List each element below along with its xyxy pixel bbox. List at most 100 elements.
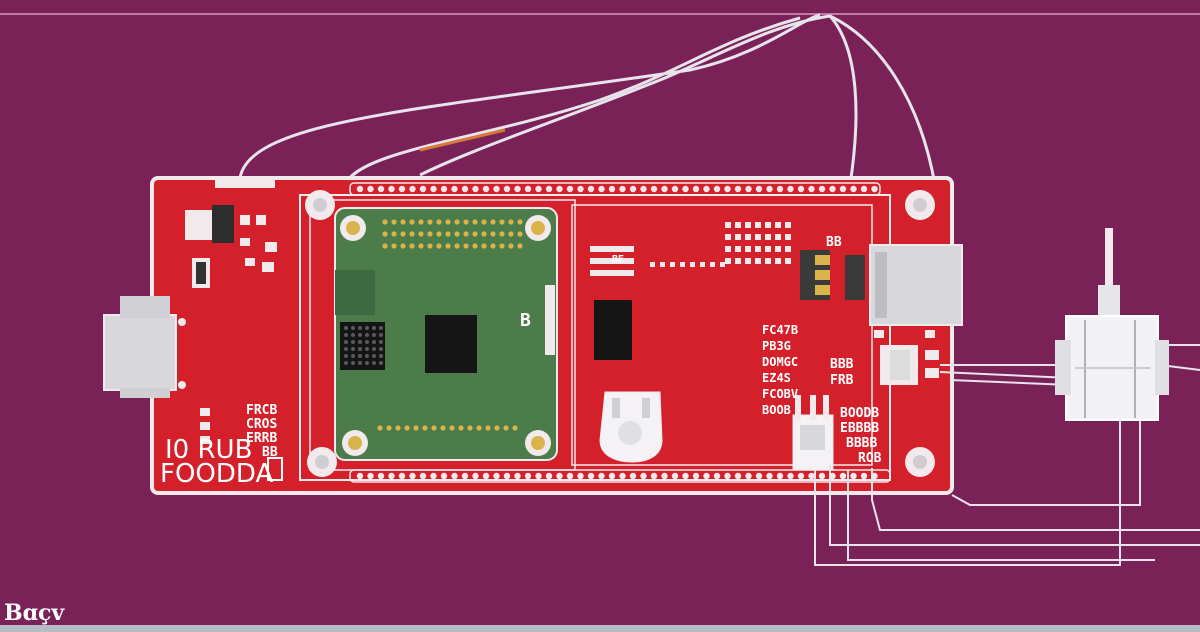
component-pad <box>785 222 791 228</box>
header-pin <box>661 472 668 480</box>
header-pin <box>398 185 406 193</box>
header-pin <box>545 472 553 480</box>
header-pin <box>703 185 710 193</box>
module-pad <box>436 243 442 249</box>
component-pad <box>785 258 791 264</box>
right-block-a-5: BOOB <box>762 403 791 417</box>
header-pin <box>388 472 395 480</box>
component-pad <box>775 222 781 228</box>
component-pad <box>725 258 731 264</box>
module-pad <box>377 425 383 431</box>
component-pad <box>725 222 731 228</box>
component-pad <box>690 262 695 267</box>
header-pin <box>377 185 385 193</box>
module-pad <box>499 219 505 225</box>
header-pin <box>367 185 374 193</box>
chip-dot <box>379 326 383 330</box>
module-pad <box>400 243 406 249</box>
header-pin <box>850 472 857 480</box>
module-pad <box>413 425 419 431</box>
right-block-a-2: DOMGC <box>762 355 798 369</box>
module-pad <box>508 219 514 225</box>
header-pin <box>724 472 731 480</box>
left-components <box>185 178 277 444</box>
component-pad <box>650 262 655 267</box>
module-pad <box>503 425 509 431</box>
module-pad <box>454 243 460 249</box>
chip-dot <box>358 361 362 365</box>
left-block-1: CROS <box>246 417 277 432</box>
motor-wiring <box>814 344 1200 566</box>
module-pad <box>508 231 514 237</box>
component-pad <box>755 234 761 240</box>
left-label-line-1: I0 RUB <box>165 435 252 465</box>
copper-wire <box>419 128 506 152</box>
header-pin <box>808 472 815 480</box>
module-pad <box>512 425 518 431</box>
left-label-box <box>267 457 283 481</box>
header-pin <box>524 185 532 193</box>
header-pin <box>577 185 584 193</box>
header-pin <box>640 185 647 193</box>
header-pin <box>367 472 374 480</box>
chip-dot <box>358 340 362 344</box>
chip-dot <box>351 333 355 337</box>
header-pin <box>356 185 364 193</box>
module-pad <box>440 425 446 431</box>
chip-dot <box>372 340 376 344</box>
header-pin <box>608 185 616 193</box>
chip-dot <box>365 340 369 344</box>
header-pin <box>451 185 458 193</box>
component-pad <box>765 234 771 240</box>
header-pin <box>871 185 878 193</box>
header-pin <box>650 472 658 480</box>
module-pad <box>391 243 397 249</box>
chip-icon <box>425 315 477 373</box>
chip-dot <box>365 326 369 330</box>
module-pad <box>418 231 424 237</box>
module-pad <box>445 243 451 249</box>
header-pin <box>514 472 521 480</box>
component-pad <box>720 262 725 267</box>
bottom-pin-header <box>349 469 891 483</box>
header-pin <box>703 472 710 480</box>
chip-dot <box>365 354 369 358</box>
chip-dot <box>372 347 376 351</box>
header-pin <box>682 472 689 480</box>
component-pad <box>775 246 781 252</box>
module-pad <box>463 219 469 225</box>
header-pin <box>766 185 773 193</box>
header-pin <box>661 185 668 193</box>
mid-right-1: FRB <box>830 373 854 388</box>
component-pad <box>745 222 751 228</box>
right-block-b-1: EBBBB <box>840 421 879 436</box>
header-pin <box>776 185 784 193</box>
header-pin <box>419 185 427 193</box>
header-pin <box>776 472 784 480</box>
component-pad <box>735 258 741 264</box>
module-pad <box>409 231 415 237</box>
module-pad <box>485 425 491 431</box>
right-block-b-3: ROB <box>858 451 882 466</box>
header-pin <box>409 472 416 480</box>
chip-dot <box>379 340 383 344</box>
chip-dot <box>379 333 383 337</box>
module-pad <box>454 219 460 225</box>
module-pad <box>391 231 397 237</box>
header-pin <box>482 185 490 193</box>
module-pad <box>422 425 428 431</box>
module-pad <box>517 243 523 249</box>
header-pin <box>839 185 847 193</box>
chip-dot <box>351 361 355 365</box>
module-pad <box>499 243 505 249</box>
chip-dot <box>379 361 383 365</box>
header-pin <box>566 472 574 480</box>
header-pin <box>797 185 805 193</box>
component-pad <box>710 262 715 267</box>
module-pad <box>395 425 401 431</box>
header-pin <box>566 185 574 193</box>
module-pad <box>472 243 478 249</box>
header-pin <box>724 185 731 193</box>
header-pin <box>598 185 605 193</box>
